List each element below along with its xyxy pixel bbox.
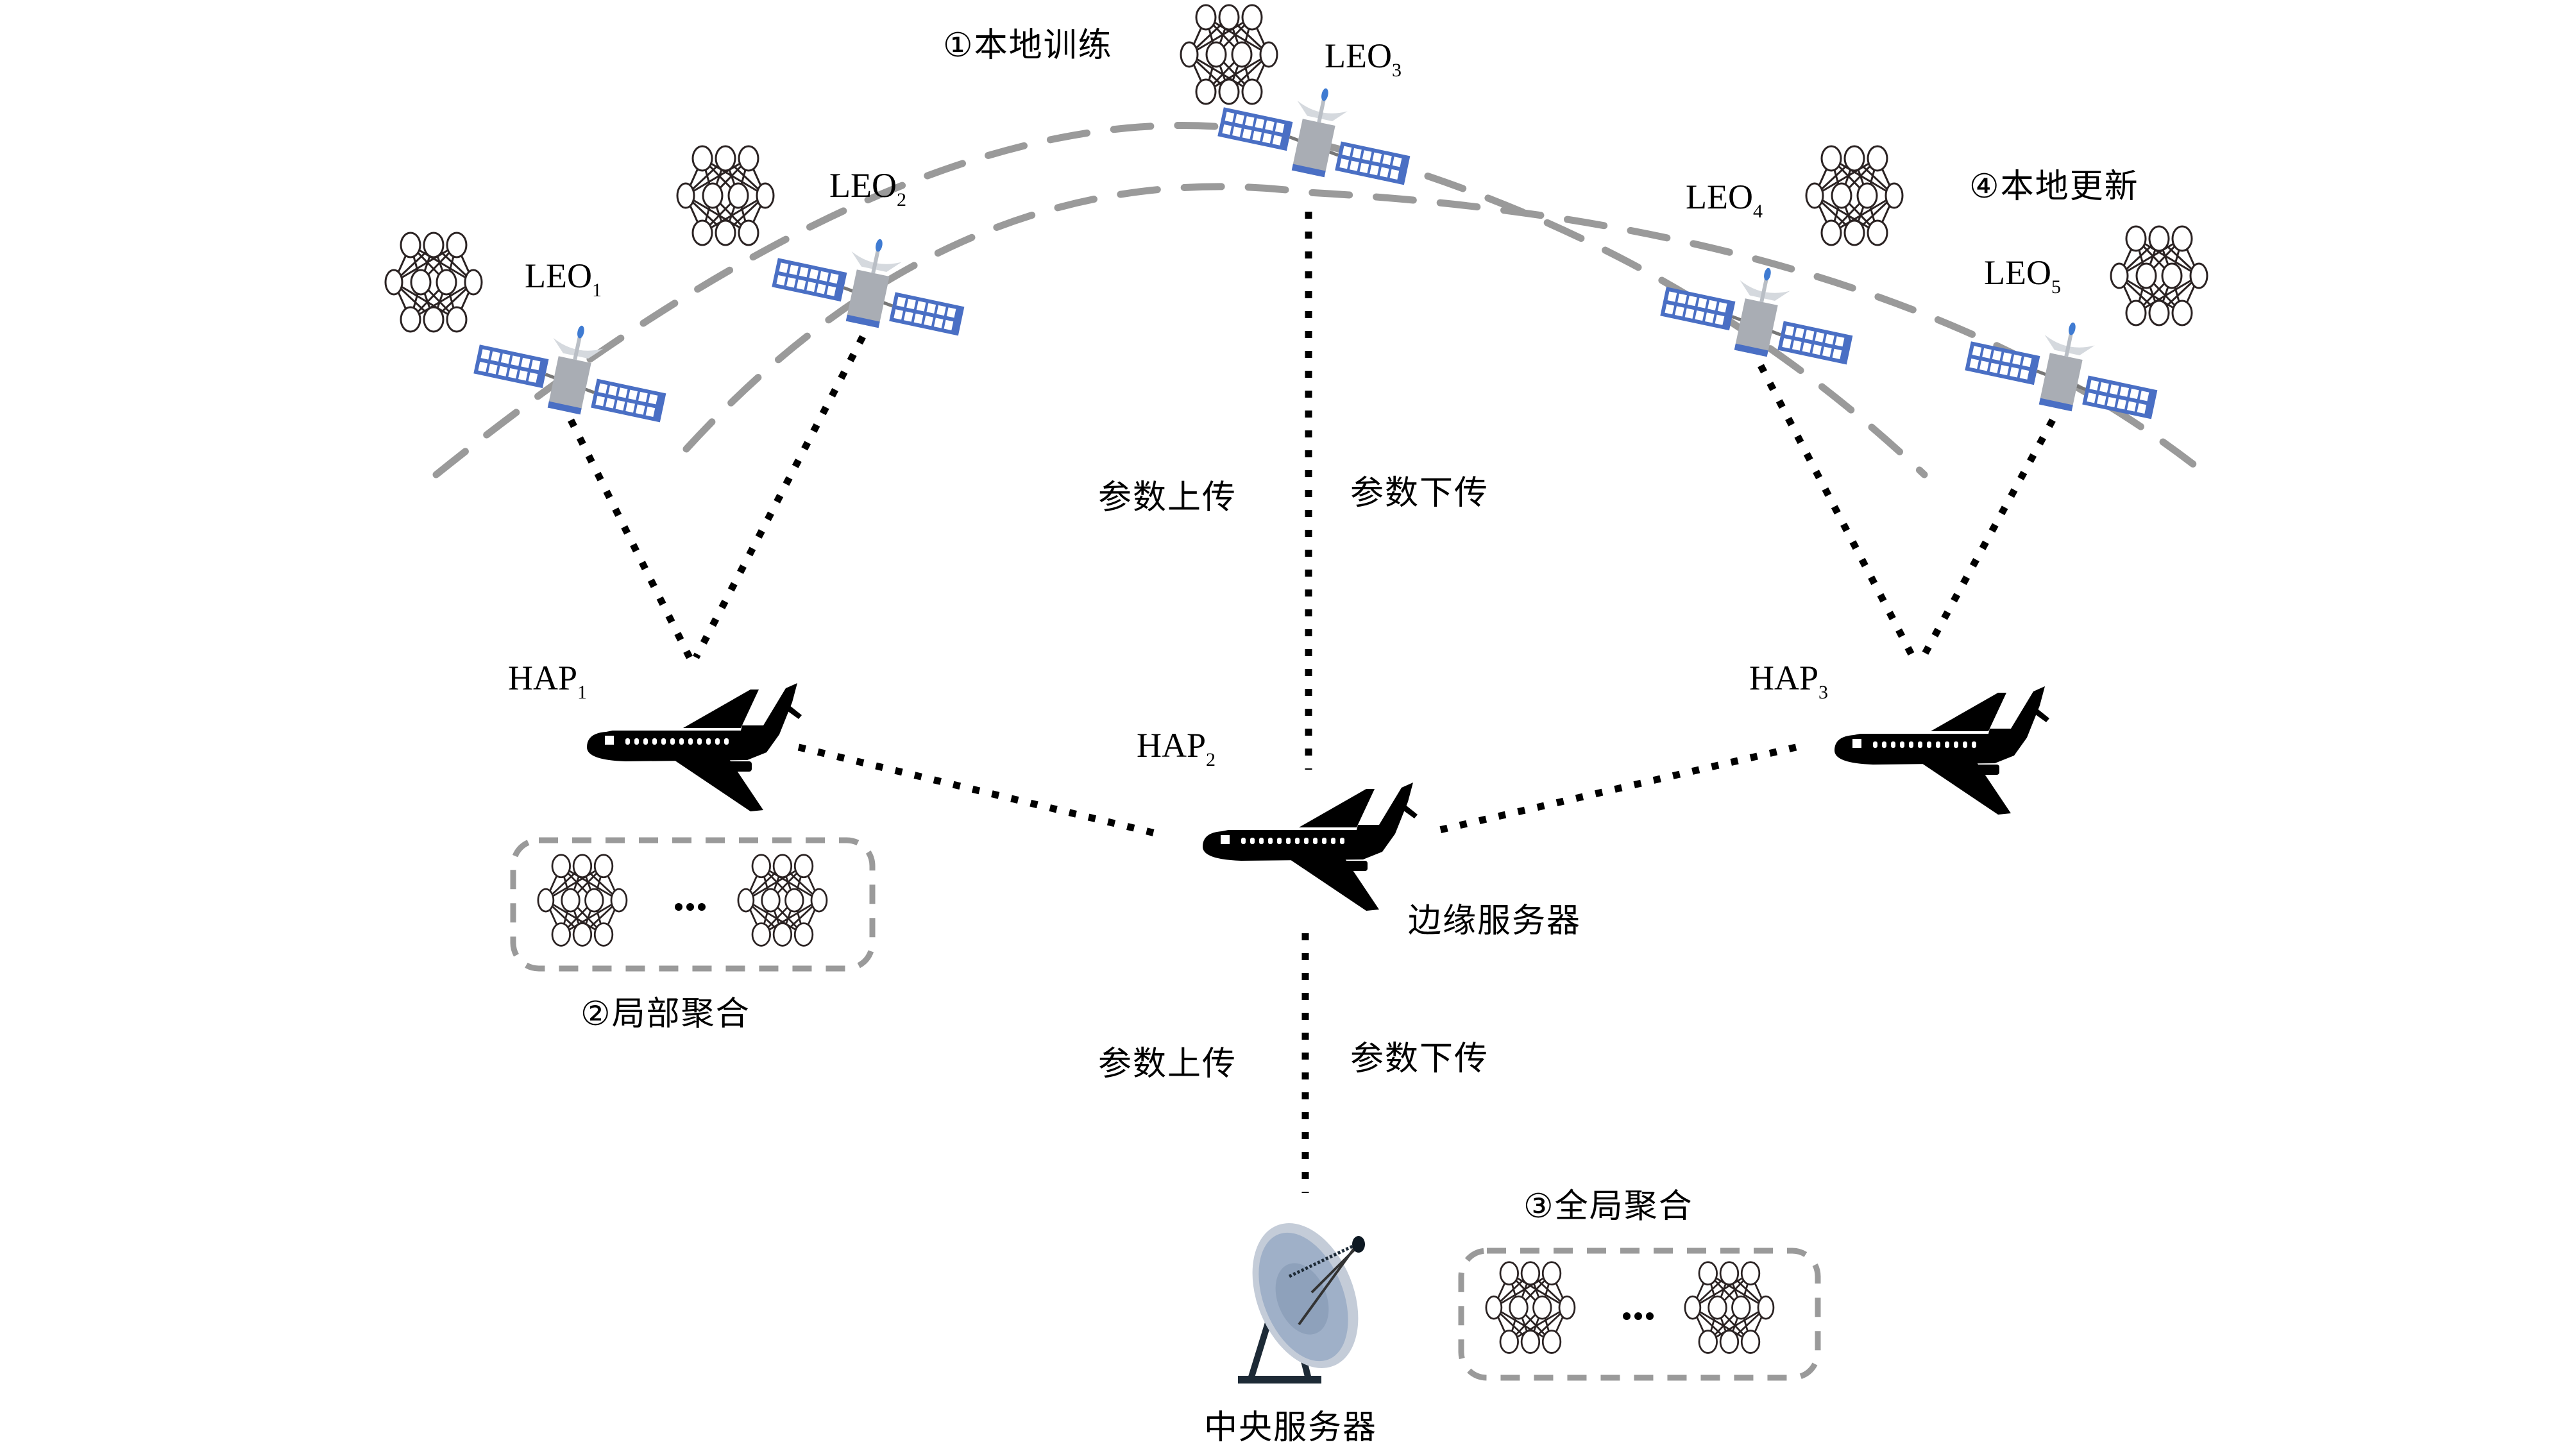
link-leo4-hap3 [1758, 364, 1918, 663]
upload-label-lower: 参数上传 [1098, 1045, 1237, 1083]
hap2-label: HAP2 [1137, 726, 1216, 770]
ellipsis-dots [1623, 1312, 1654, 1320]
link-leo5-hap3 [1918, 418, 2056, 663]
central-server-label: 中央服务器 [1204, 1409, 1378, 1447]
airplane-icon [587, 683, 802, 811]
download-label-upper: 参数下传 [1350, 474, 1489, 512]
leo1-label: LEO1 [525, 257, 602, 301]
link-hap1-hap2 [797, 743, 1159, 838]
leo5-label: LEO5 [1984, 253, 2061, 298]
download-label-lower: 参数下传 [1350, 1040, 1489, 1078]
link-leo2-hap1 [693, 335, 866, 659]
neural-network-icon [1180, 4, 1278, 105]
step-local-training-label: ①本地训练 [943, 26, 1113, 65]
leo3-label: LEO3 [1325, 37, 1402, 81]
satellite-dish-icon [1238, 1223, 1365, 1384]
neural-network-icon [737, 854, 828, 947]
hap3-label: HAP3 [1749, 659, 1829, 703]
neural-network-icon [676, 145, 775, 246]
neural-network-icon [1485, 1261, 1576, 1354]
neural-network-icon [2110, 225, 2208, 326]
airplane-icon [1835, 686, 2049, 815]
satellite-icon [1656, 248, 1863, 373]
step-local-aggregation-label: ②局部聚合 [580, 995, 750, 1033]
hap1-label: HAP1 [508, 659, 588, 703]
satellite-icon [768, 219, 974, 344]
step-global-aggregation-label: ③全局聚合 [1523, 1187, 1693, 1226]
orbit-inner [682, 183, 2210, 478]
airplane-icon [1203, 783, 1418, 911]
upload-label-upper: 参数上传 [1098, 478, 1237, 517]
neural-network-icon [1684, 1261, 1775, 1354]
links [568, 212, 2056, 1193]
edge-server-label: 边缘服务器 [1408, 902, 1582, 940]
link-hap3-hap2 [1436, 743, 1797, 834]
ellipsis-dots [675, 903, 706, 911]
step-local-update-label: ④本地更新 [1969, 167, 2139, 206]
global-aggregation-box [1458, 1248, 1821, 1381]
leo2-label: LEO2 [829, 166, 906, 210]
link-leo1-hap1 [568, 418, 693, 659]
orbits [432, 122, 2210, 478]
neural-network-icon [384, 232, 483, 333]
neural-network-icon [1805, 145, 1904, 246]
leo4-label: LEO4 [1686, 178, 1763, 222]
neural-network-icon [537, 854, 628, 947]
local-aggregation-box [510, 837, 876, 972]
